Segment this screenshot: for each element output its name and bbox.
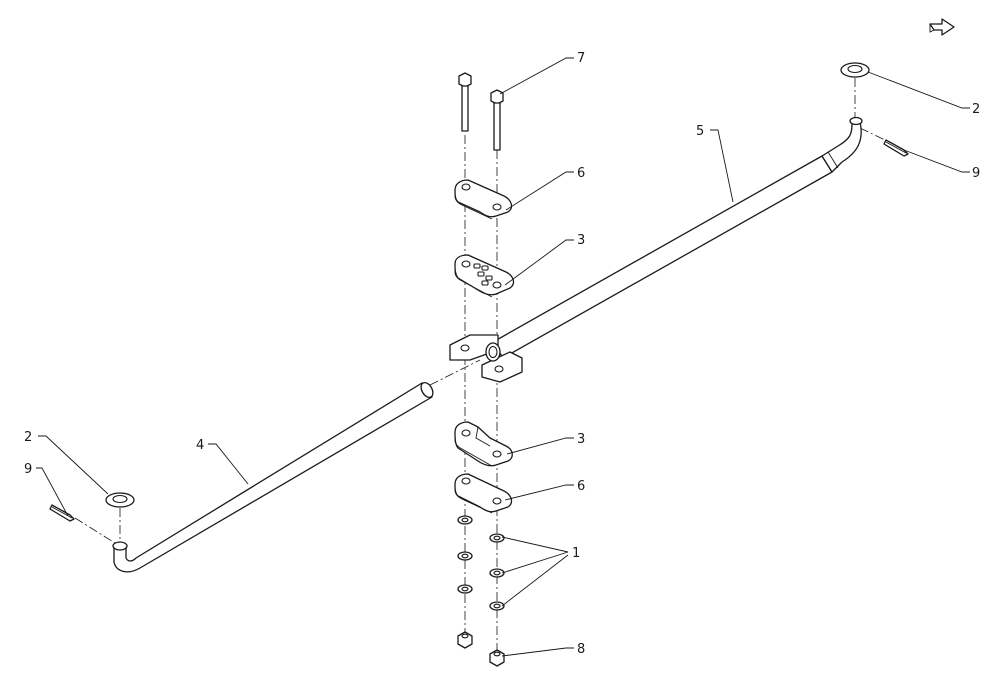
washer-1 [457,515,473,525]
callout-3-top: 3 [577,233,585,248]
callout-6-bottom: 6 [577,479,585,494]
callout-2-left: 2 [24,430,32,445]
center-bracket [449,334,523,383]
clamp-block-bottom [454,421,513,467]
callout-2-right: 2 [972,102,980,117]
stabilizer-bar-right [492,116,863,359]
cotter-pin-right [883,139,909,157]
callout-labels: 7 2 5 9 6 3 2 9 4 3 6 1 8 [24,51,980,657]
assembly-axes [74,78,886,655]
large-washer-right [840,62,870,78]
clamp-plate-top [454,179,513,220]
callout-3-bottom: 3 [577,432,585,447]
leader-lines [36,57,970,657]
washer-4 [489,533,505,543]
cotter-pin-left [49,504,75,522]
washer-2 [457,551,473,561]
callout-9-left: 9 [24,462,32,477]
stabilizer-bar-left [112,381,434,573]
callout-1: 1 [572,546,580,561]
washer-3 [457,584,473,594]
washer-6 [489,601,505,611]
nut-right [489,649,505,667]
callout-6-top: 6 [577,166,585,181]
washer-5 [489,568,505,578]
callout-4: 4 [196,438,204,453]
bolt-right [490,89,504,151]
large-washer-left [105,492,135,508]
callout-7: 7 [577,51,585,66]
clamp-block-top [454,254,515,298]
washers [457,515,505,611]
bolt-left [458,72,472,132]
arrow-icon[interactable] [929,18,955,36]
clamp-plate-bottom [454,473,513,514]
callout-9-right: 9 [972,166,980,181]
callout-5: 5 [696,124,704,139]
nut-left [457,631,473,649]
callout-8: 8 [577,642,585,657]
